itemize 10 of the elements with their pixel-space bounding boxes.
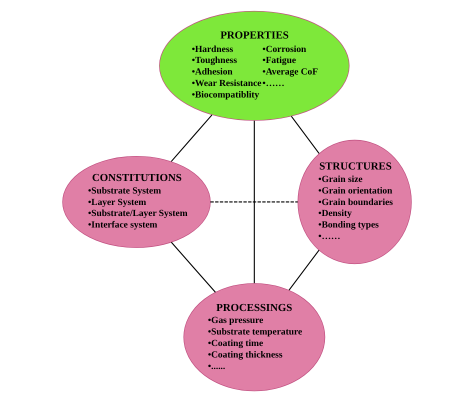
node-ellipse: CONSTITUTIONS •Substrate System •Layer System •Substrate/Layer System •Interface system: [62, 156, 211, 248]
connector: [254, 120, 255, 284]
connector: [210, 201, 298, 202]
connector: [170, 114, 212, 162]
node-circle: STRUCTURES •Grain size •Grain orientation •Grain boundaries •Density •Bonding types •……: [298, 140, 412, 264]
node-ellipse: PROPERTIES •Hardness •Corrosion •Toughness •Fatigue •Adhesion •Average CoF •Wear Resistance•…… •Biocompatiblity: [159, 10, 350, 121]
node-ellipse: PROCESSINGS •Gas pressure •Substrate temperature •Coating time •Coating thickness •......: [183, 283, 326, 392]
connector: [288, 250, 320, 291]
connector: [170, 242, 216, 293]
connector: [290, 116, 320, 154]
